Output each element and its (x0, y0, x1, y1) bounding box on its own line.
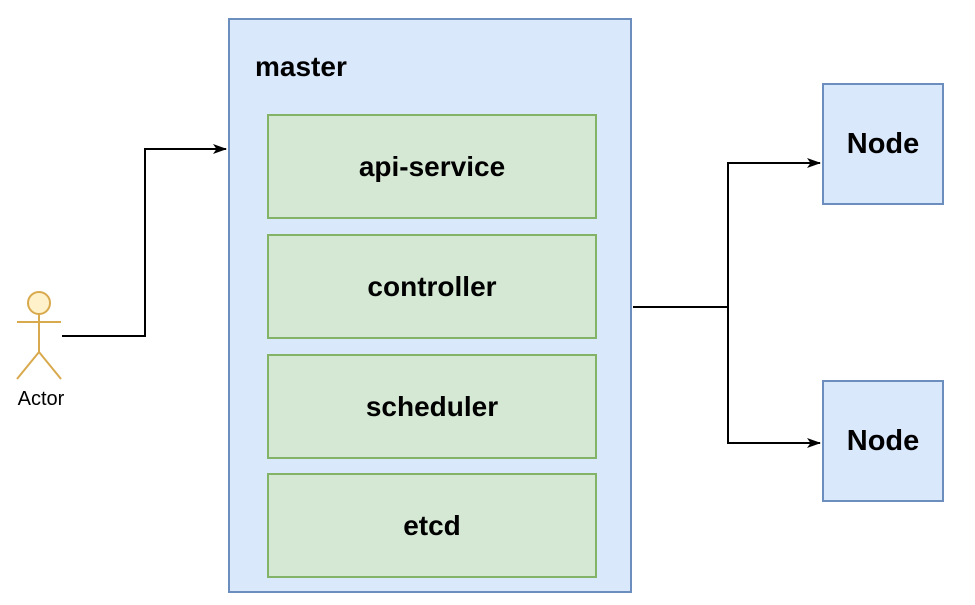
node-box-top-label: Node (846, 127, 920, 160)
master-to-node2-connector (727, 307, 821, 448)
component-scheduler-label: scheduler (365, 390, 499, 422)
actor-leg-left (16, 351, 40, 380)
actor-label: Actor (17, 388, 65, 410)
master-to-node1-connector (633, 158, 821, 308)
component-etcd-label: etcd (403, 509, 461, 541)
component-scheduler: scheduler (267, 354, 597, 459)
component-etcd: etcd (267, 473, 597, 578)
component-api-service: api-service (267, 114, 597, 219)
component-api-service-label: api-service (358, 150, 506, 182)
component-controller-label: controller (367, 270, 497, 302)
actor-head (27, 291, 51, 315)
node-box-bottom-label: Node (846, 424, 920, 457)
node-box-bottom: Node (822, 380, 944, 502)
actor-figure (16, 291, 62, 380)
node-box-top: Node (822, 83, 944, 205)
master-container: master api-service controller scheduler … (228, 18, 632, 593)
component-controller: controller (267, 234, 597, 339)
master-label: master (255, 51, 347, 82)
actor-to-master-connector (62, 144, 227, 337)
actor-leg-right (38, 351, 62, 380)
